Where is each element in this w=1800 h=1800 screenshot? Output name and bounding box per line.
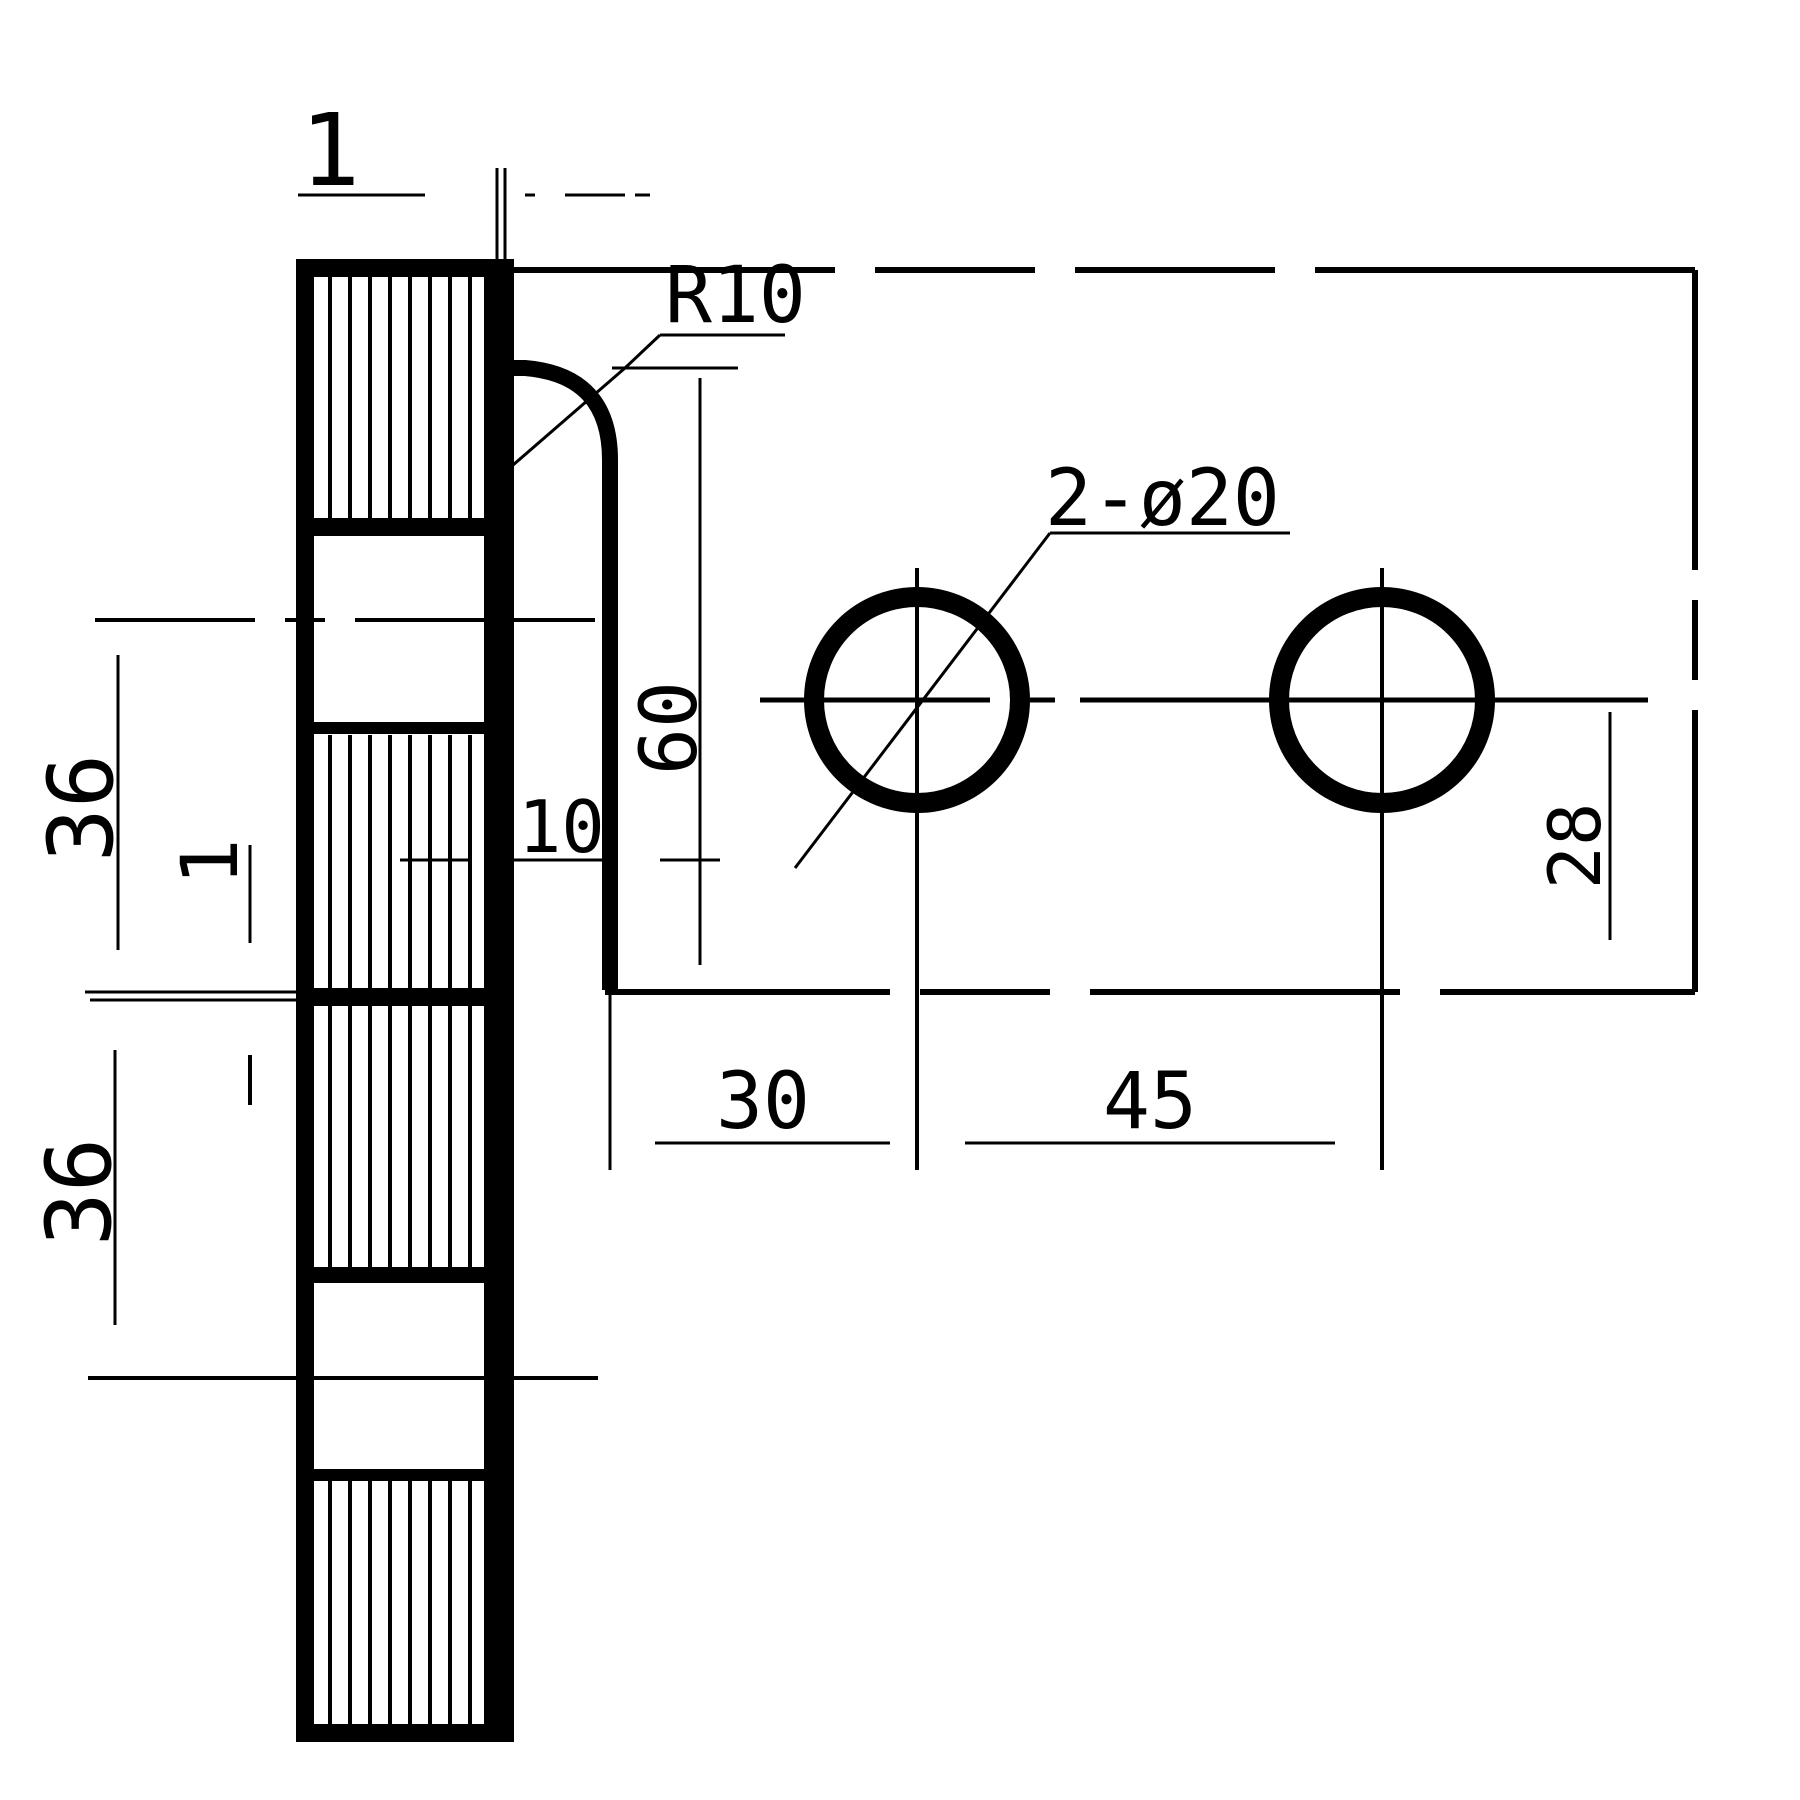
hatched-block-4 <box>307 1480 482 1730</box>
dim-hole-spacing: 45 <box>1103 1057 1197 1147</box>
dimension-labels: 1 R10 2-ø20 60 10 36 1 36 28 30 45 <box>27 92 1617 1246</box>
dim-height: 60 <box>625 681 715 775</box>
dim-pitch-lower: 36 <box>27 1138 132 1246</box>
dimension-lines <box>85 168 1612 1325</box>
hatched-block-2 <box>307 735 482 995</box>
dim-edge-to-hole: 30 <box>716 1057 810 1147</box>
bend-profile <box>505 360 618 990</box>
diameter-leader <box>793 532 1052 869</box>
radius-leader <box>504 366 626 474</box>
dim-radius: R10 <box>665 251 806 341</box>
dim-hole-row: 28 <box>1533 803 1617 890</box>
dim-pitch-upper: 36 <box>29 754 134 862</box>
dim-holes: 2-ø20 <box>1045 454 1280 544</box>
dim-bend-offset: 10 <box>518 785 605 869</box>
plate-view <box>505 267 1698 1170</box>
hatched-block-3 <box>307 1005 482 1273</box>
radius-leader-tail <box>623 333 662 370</box>
section-view <box>88 259 600 1742</box>
bent-flange <box>504 333 785 990</box>
dim-gap-side: 1 <box>166 839 256 886</box>
dim-gap-top: 1 <box>300 92 360 209</box>
hatched-block-1 <box>307 272 482 527</box>
